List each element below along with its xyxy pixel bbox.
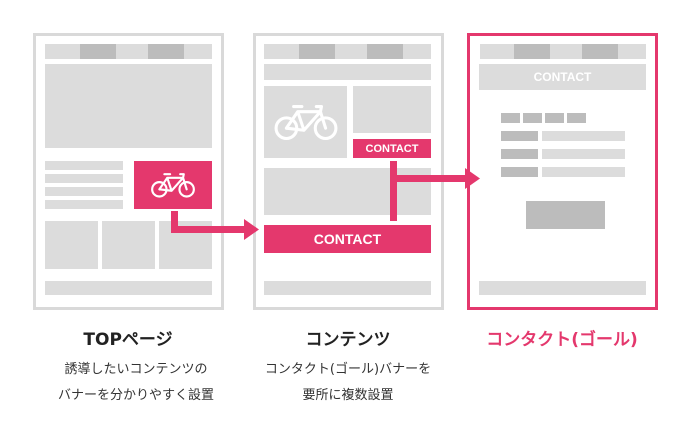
form-field	[542, 131, 625, 141]
content-banner	[134, 161, 212, 209]
text-line	[45, 161, 123, 170]
footer-bar	[479, 281, 646, 295]
footer-bar	[264, 281, 431, 295]
form-label	[501, 167, 538, 177]
content-card	[45, 221, 98, 269]
nav-item	[148, 44, 184, 59]
text-line	[45, 200, 123, 209]
form-label	[501, 131, 538, 141]
text-block	[353, 86, 431, 133]
top-page-desc-2: バナーを分かりやすく設置	[57, 388, 214, 403]
form-field	[542, 149, 625, 159]
contact-header: CONTACT	[479, 64, 646, 90]
top-page-wireframe	[33, 33, 224, 310]
form-step	[545, 113, 564, 123]
title-bar	[264, 64, 431, 80]
arrow-top-to-contents	[171, 211, 259, 240]
hero-block	[45, 64, 212, 148]
submit-button-placeholder	[526, 201, 605, 229]
form-field	[542, 167, 625, 177]
contact-page-title: コンタクト(ゴール)	[486, 330, 638, 350]
contents-page-title: コンテンツ	[305, 330, 391, 350]
form-label	[501, 149, 538, 159]
contact-banner-large: CONTACT	[264, 225, 431, 253]
arrow-contents-to-contact	[390, 161, 480, 221]
nav-item	[582, 44, 618, 59]
form-step	[501, 113, 520, 123]
nav-item	[80, 44, 116, 59]
contents-page-wireframe	[253, 33, 444, 310]
image-block	[264, 86, 347, 158]
top-page-title: TOPページ	[83, 330, 173, 350]
text-line	[45, 187, 123, 196]
top-page-desc-1: 誘導したいコンテンツの	[64, 362, 208, 377]
text-line	[45, 174, 123, 183]
nav-item	[367, 44, 403, 59]
form-step	[567, 113, 586, 123]
contact-banner-small: CONTACT	[353, 139, 431, 158]
content-card	[102, 221, 155, 269]
nav-item	[514, 44, 550, 59]
form-step	[523, 113, 542, 123]
contents-page-desc-1: コンタクト(ゴール)バナーを	[264, 362, 432, 377]
contents-page-desc-2: 要所に複数設置	[302, 388, 394, 403]
nav-item	[299, 44, 335, 59]
footer-bar	[45, 281, 212, 295]
